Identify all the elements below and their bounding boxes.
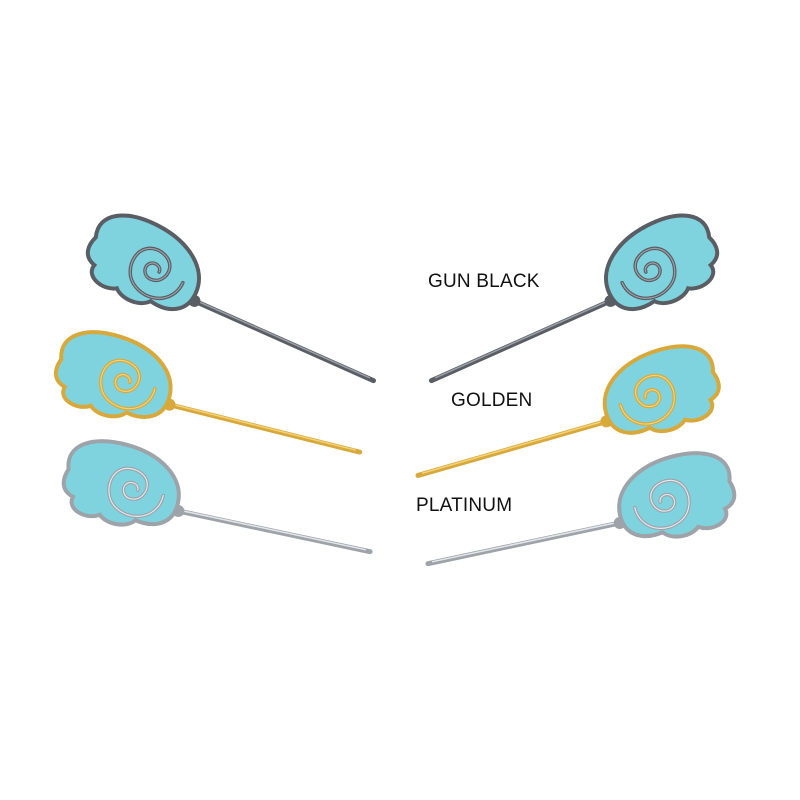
pin-highlight: [199, 301, 371, 379]
pin-highlight: [174, 404, 356, 451]
pin-highlight: [431, 522, 615, 563]
spiral-highlight: [634, 479, 690, 529]
earring-golden-right: [415, 344, 721, 478]
spiral-highlight: [619, 374, 675, 425]
wing-enamel: [604, 213, 720, 311]
earring-pin: [163, 401, 363, 455]
wing-enamel: [61, 439, 181, 527]
earring-pin: [171, 507, 373, 555]
spiral-highlight: [129, 247, 184, 299]
earring-gun-black-right: [428, 213, 720, 384]
earring-pin: [188, 296, 377, 384]
variant-label-golden: GOLDEN: [451, 390, 533, 411]
earring-platinum-left: [61, 439, 373, 555]
wing-enamel: [602, 344, 721, 435]
earring-golden-left: [53, 330, 363, 455]
variant-label-platinum: PLATINUM: [416, 495, 513, 516]
pin-highlight: [183, 510, 367, 551]
spiral-highlight: [621, 247, 676, 299]
spiral-highlight: [108, 467, 164, 517]
earring-platinum-right: [425, 451, 737, 567]
wing-enamel: [617, 451, 737, 539]
wing-enamel: [85, 213, 201, 311]
pin-highlight: [434, 301, 606, 379]
earring-pin: [415, 417, 613, 478]
earring-gun-black-left: [85, 213, 377, 384]
earring-pin: [428, 296, 617, 384]
spiral-highlight: [100, 359, 156, 410]
pin-highlight: [421, 421, 602, 474]
earring-pin: [425, 519, 627, 567]
variant-label-gun-black: GUN BLACK: [428, 271, 540, 292]
wing-enamel: [53, 330, 173, 419]
